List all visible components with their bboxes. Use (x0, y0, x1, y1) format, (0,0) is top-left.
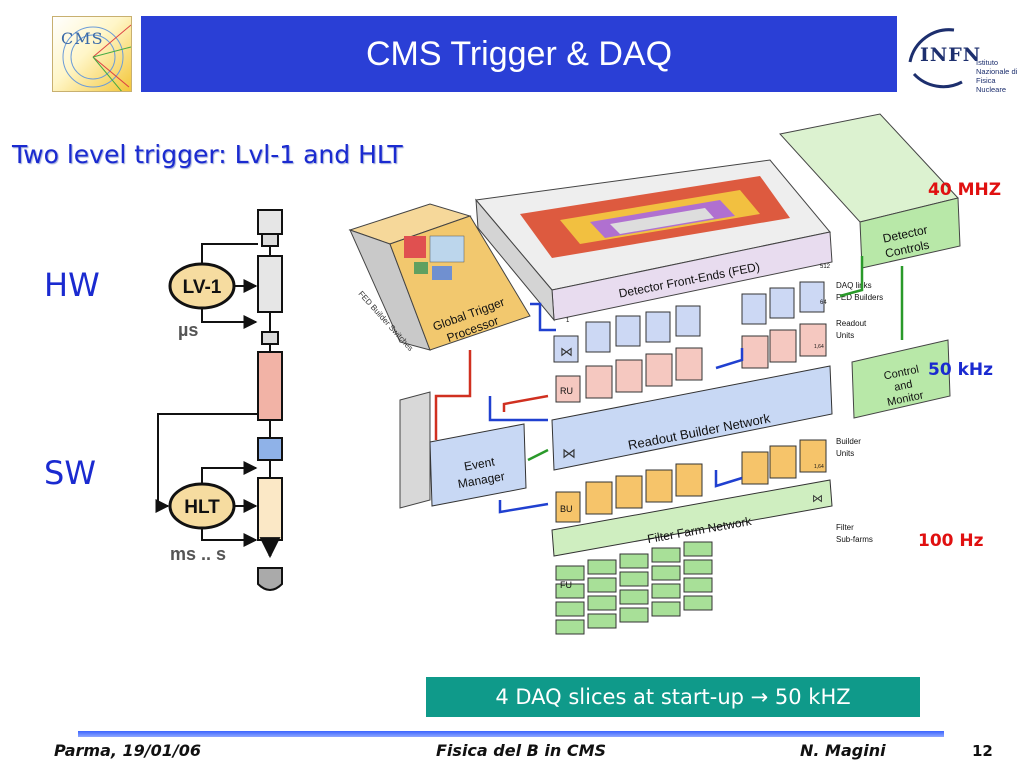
builder-units-label-2: Units (836, 449, 854, 458)
daq-slices-banner: 4 DAQ slices at start-up → 50 kHZ (426, 677, 920, 717)
builder-units-label-1: Builder (836, 437, 861, 446)
infn-logo-subtitle: Istituto Nazionale di Fisica Nucleare (976, 58, 1018, 94)
switch-icon: ⋈ (560, 345, 573, 360)
fed-count: 512 (820, 264, 831, 270)
ru-count: 1,64 (814, 344, 824, 350)
connection-lines (434, 256, 904, 514)
slide-subtitle: Two level trigger: Lvl-1 and HLT (12, 140, 403, 169)
page-number: 12 (972, 742, 993, 760)
footer-author: N. Magini (800, 741, 886, 760)
footer-title: Fisica del B in CMS (436, 741, 607, 760)
hlt-time: ms .. s (170, 544, 226, 564)
infn-logo: INFN Istituto Nazionale di Fisica Nuclea… (902, 22, 1020, 94)
ru-label: RU (560, 386, 573, 396)
cms-logo: CMS (52, 16, 132, 92)
control-monitor-label-2: and (893, 378, 913, 394)
readout-units-label-1: Readout (836, 319, 867, 328)
fed-builders-label: FED Builders (836, 293, 883, 302)
footer-divider (78, 731, 944, 737)
builder-units-row (555, 439, 827, 523)
title-bar (141, 16, 897, 92)
storage-icon (257, 567, 283, 591)
hlt-label: HLT (184, 497, 220, 518)
lv1-label: LV-1 (183, 277, 222, 298)
chain-pipeline-block (257, 255, 283, 313)
bu-label: BU (560, 504, 573, 514)
rate-100hz: 100 Hz (918, 531, 984, 551)
fed-first-index: 1 (566, 318, 570, 324)
event-manager-label-1: Event (463, 454, 496, 473)
sw-label: SW (44, 454, 96, 492)
hw-label: HW (44, 266, 100, 304)
readout-units-label-2: Units (836, 331, 854, 340)
rate-40mhz: 40 MHZ (928, 180, 1002, 200)
rate-50khz: 50 kHz (928, 360, 994, 380)
detector-controls (859, 197, 961, 269)
chain-filter-block (257, 477, 283, 541)
switch-icon-rbn: ⋈ (562, 446, 576, 462)
fu-label: FU (560, 580, 572, 590)
chain-readout-block (257, 351, 283, 421)
readout-builder-network (551, 365, 833, 471)
infn-logo-text: INFN (920, 44, 982, 66)
gtp-chip-red (404, 236, 426, 258)
fed-builders-count: 64 (820, 300, 827, 306)
daq-links-label: DAQ links (836, 281, 872, 290)
lv1-time: µs (178, 320, 198, 340)
footer-location-date: Parma, 19/01/06 (54, 741, 201, 760)
cms-logo-graphic (62, 24, 131, 91)
cms-logo-text: CMS (61, 29, 104, 48)
switch-icon-ffn: ⋈ (812, 492, 823, 505)
readout-units-row (555, 323, 827, 403)
filter-farm-network (551, 479, 833, 557)
control-and-monitor (851, 339, 951, 419)
filter-units-grid (555, 541, 713, 635)
event-manager (429, 423, 527, 507)
filter-subfarms-label-1: Filter (836, 523, 854, 532)
filter-subfarms-label-2: Sub-farms (836, 535, 873, 544)
slide-title: CMS Trigger & DAQ (365, 34, 673, 73)
bu-count: 1,64 (814, 464, 824, 470)
gtp-chip-grid (429, 235, 465, 263)
fed-builder-row (553, 281, 825, 363)
infn-logo-arcs (908, 28, 963, 89)
